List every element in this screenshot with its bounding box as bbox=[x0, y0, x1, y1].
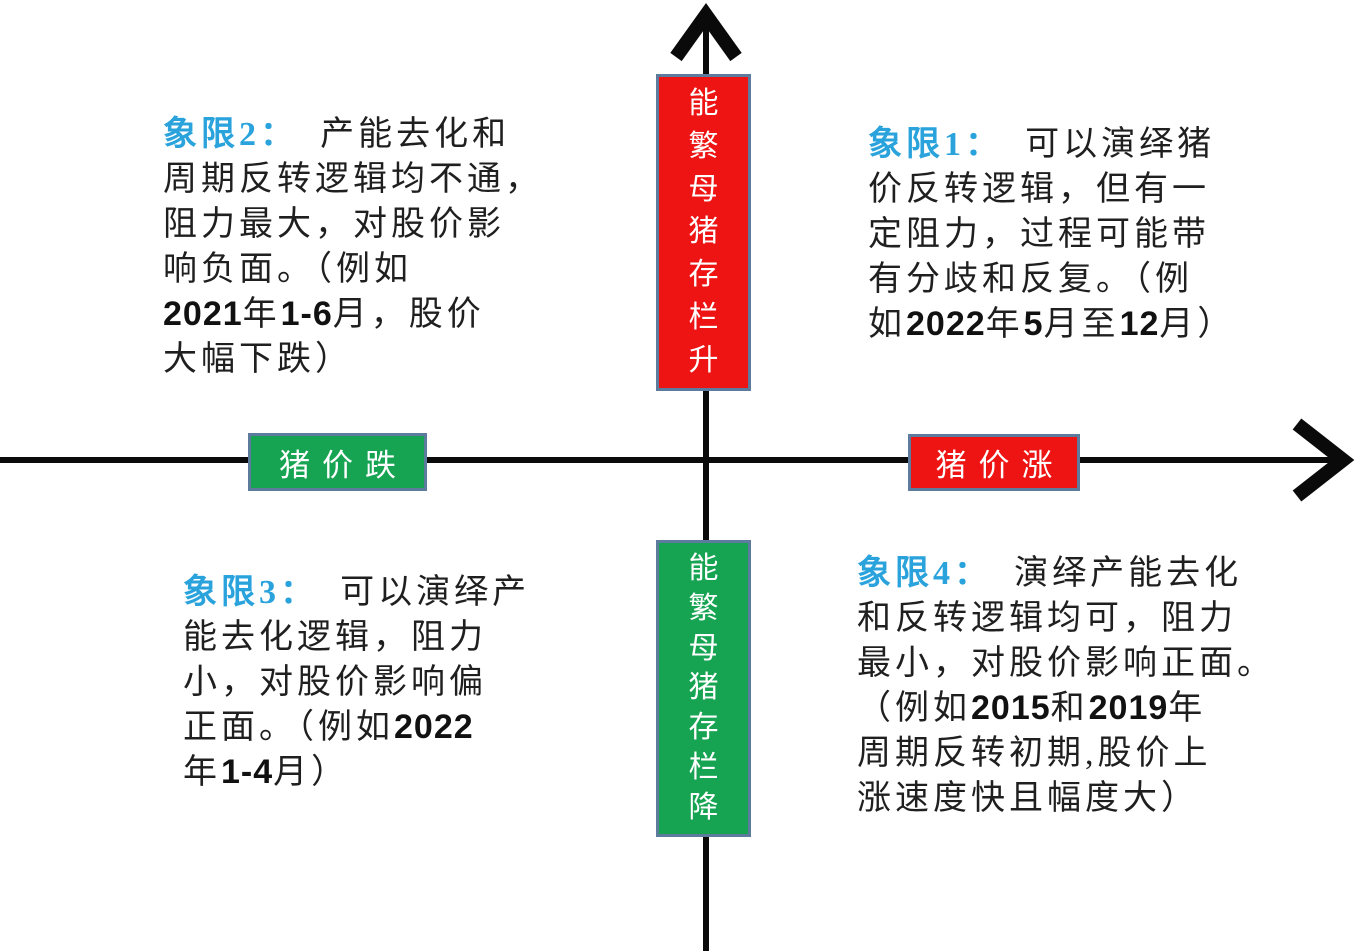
quadrant-label: 象限2： bbox=[163, 116, 298, 153]
text-line: 定阻力，过程可能带 bbox=[868, 212, 1308, 257]
axis-label-pig-price-fall: 猪价跌 bbox=[248, 433, 427, 491]
body-text: 产能去化和 bbox=[320, 116, 511, 153]
text-line: 年1-4月） bbox=[183, 750, 603, 795]
vertical-char: 降 bbox=[688, 790, 719, 824]
body-text: 可以演绎产 bbox=[340, 574, 531, 611]
axis-label-sow-inventory-up: 能繁母猪存栏升 bbox=[656, 74, 751, 391]
date-number: 2022 bbox=[394, 708, 474, 746]
text-line: 响负面。（例如 bbox=[163, 247, 633, 292]
body-text: 演绎产能去化 bbox=[1014, 555, 1243, 592]
text-line: 2021年1-6月，股价 bbox=[163, 292, 633, 337]
date-number: 2022 bbox=[906, 305, 986, 343]
vertical-char: 栏 bbox=[688, 300, 719, 334]
vertical-char: 栏 bbox=[688, 751, 719, 785]
vertical-char: 猪 bbox=[688, 671, 719, 705]
body-text: 价反转逻辑，但有一 bbox=[868, 171, 1210, 208]
vertical-char: 猪 bbox=[688, 215, 719, 249]
body-text: 可以演绎猪 bbox=[1025, 126, 1216, 163]
body-text: 周期反转初期,股价上 bbox=[857, 735, 1212, 772]
body-text: 周期反转逻辑均不通， bbox=[163, 161, 543, 198]
text-line: 能去化逻辑，阻力 bbox=[183, 615, 603, 660]
text-line: 周期反转初期,股价上 bbox=[857, 731, 1347, 776]
text-line: 价反转逻辑，但有一 bbox=[868, 167, 1308, 212]
body-text: 响负面。（例如 bbox=[163, 251, 412, 288]
vertical-char: 繁 bbox=[688, 130, 719, 164]
text-line: 象限4： 演绎产能去化 bbox=[857, 551, 1347, 596]
right-arrow-icon bbox=[1292, 418, 1355, 502]
body-text: 最小，对股价影响正面。 bbox=[857, 645, 1275, 682]
vertical-char: 升 bbox=[688, 343, 719, 377]
vertical-char: 存 bbox=[688, 711, 719, 745]
quadrant-4-text: 象限4： 演绎产能去化和反转逻辑均可，阻力最小，对股价影响正面。 （例如2015和2… bbox=[857, 551, 1347, 821]
body-text: 能去化逻辑，阻力 bbox=[183, 619, 487, 656]
body-text: 有分歧和反复。（例 bbox=[868, 261, 1193, 298]
up-arrow-icon bbox=[670, 2, 742, 62]
text-line: 如2022年5月至12月） bbox=[868, 302, 1308, 347]
body-text: 阻力最大，对股价影 bbox=[163, 206, 505, 243]
body-text: 月） bbox=[1159, 306, 1236, 343]
quadrant-1-text: 象限1：可以演绎猪价反转逻辑，但有一定阻力，过程可能带有分歧和反复。（例如202… bbox=[868, 122, 1308, 347]
body-text: 月至 bbox=[1043, 306, 1120, 343]
body-text: 年 bbox=[242, 296, 281, 333]
vertical-char: 能 bbox=[688, 87, 719, 121]
text-line: 周期反转逻辑均不通， bbox=[163, 157, 633, 202]
body-text: 小，对股价影响偏 bbox=[183, 664, 487, 701]
body-text: 月） bbox=[273, 754, 350, 791]
body-text: 大幅下跌） bbox=[163, 341, 353, 378]
body-text: 和 bbox=[1050, 690, 1089, 727]
axis-label-text: 猪价涨 bbox=[935, 448, 1065, 483]
axis-label-pig-price-rise: 猪价涨 bbox=[908, 434, 1080, 491]
text-line: 阻力最大，对股价影 bbox=[163, 202, 633, 247]
date-number: 2021 bbox=[163, 295, 243, 333]
body-text: 和反转逻辑均可，阻力 bbox=[857, 600, 1237, 637]
body-text: 年 bbox=[985, 306, 1024, 343]
vertical-char: 能 bbox=[688, 551, 719, 585]
text-line: （例如2015和2019年 bbox=[857, 686, 1347, 731]
date-number: 2019 bbox=[1088, 689, 1169, 727]
date-number: 5 bbox=[1023, 305, 1044, 343]
text-line: 象限1： 可以演绎猪 bbox=[868, 122, 1308, 167]
body-text: 涨速度快且幅度大） bbox=[857, 780, 1199, 817]
body-text: 月，股价 bbox=[332, 296, 485, 333]
date-number: 2015 bbox=[971, 689, 1051, 727]
body-text: 定阻力，过程可能带 bbox=[868, 216, 1210, 253]
axis-label-text: 猪价跌 bbox=[279, 447, 408, 483]
text-line: 大幅下跌） bbox=[163, 337, 633, 382]
quadrant-label: 象限3： bbox=[183, 574, 318, 611]
text-line: 小，对股价影响偏 bbox=[183, 660, 603, 705]
date-number: 1-4 bbox=[221, 753, 274, 791]
body-text: 正面。（例如 bbox=[183, 709, 394, 746]
vertical-char: 母 bbox=[688, 631, 719, 665]
axis-label-sow-inventory-down: 能繁母猪存栏降 bbox=[656, 540, 751, 837]
body-text: 年 bbox=[1168, 690, 1207, 727]
body-text: 如 bbox=[868, 306, 906, 343]
text-line: 象限2： 产能去化和 bbox=[163, 112, 633, 157]
date-number: 12 bbox=[1119, 305, 1160, 343]
quadrant-label: 象限4： bbox=[857, 555, 992, 592]
text-line: 象限3： 可以演绎产 bbox=[183, 570, 603, 615]
vertical-char: 母 bbox=[688, 172, 719, 206]
text-line: 有分歧和反复。（例 bbox=[868, 257, 1308, 302]
text-line: 涨速度快且幅度大） bbox=[857, 776, 1347, 821]
vertical-char: 存 bbox=[688, 258, 719, 292]
vertical-char: 繁 bbox=[688, 591, 719, 625]
text-line: 和反转逻辑均可，阻力 bbox=[857, 596, 1347, 641]
body-text: 年 bbox=[183, 754, 221, 791]
text-line: 正面。（例如2022 bbox=[183, 705, 603, 750]
date-number: 1-6 bbox=[280, 295, 333, 333]
quadrant-label: 象限1： bbox=[868, 126, 1003, 163]
text-line: 最小，对股价影响正面。 bbox=[857, 641, 1347, 686]
body-text: （例如 bbox=[857, 690, 971, 727]
quadrant-2-text: 象限2： 产能去化和周期反转逻辑均不通， 阻力最大，对股价影响负面。（例如 2021年… bbox=[163, 112, 633, 382]
